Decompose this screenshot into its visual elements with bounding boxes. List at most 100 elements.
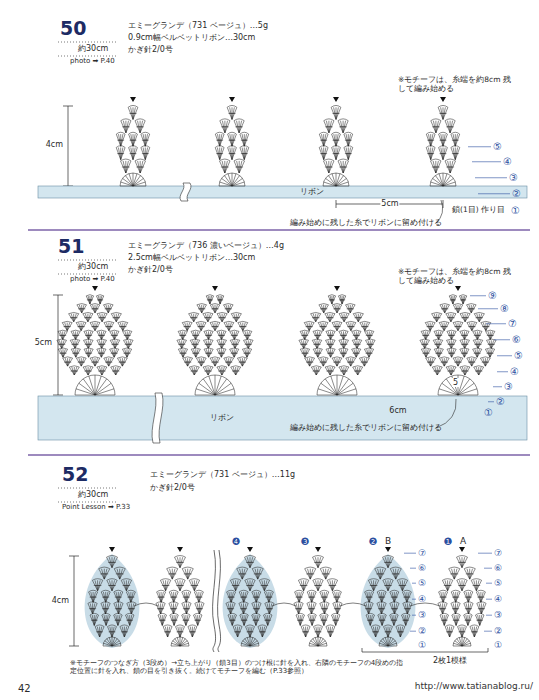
stitch-chart — [438, 556, 486, 646]
note: 編み始めに残した糸でリボンに留め付ける — [290, 219, 442, 228]
dimension-tick — [63, 106, 73, 107]
start-marker — [109, 547, 115, 552]
ribbon-label: リボン — [300, 188, 324, 197]
leader-line — [486, 583, 492, 584]
hook-size: かぎ針2/0号 — [128, 265, 173, 274]
leader-line — [484, 568, 492, 569]
dimension: 4cm — [46, 140, 63, 149]
motif-order-number: ❹ — [232, 536, 241, 548]
break-mark — [180, 183, 191, 201]
section-divider — [28, 229, 530, 230]
leader-line — [497, 371, 508, 372]
callout-number: ⑦ — [418, 548, 426, 558]
crochet-motif — [156, 547, 204, 646]
leader-line — [468, 146, 491, 147]
motifs — [57, 97, 496, 652]
stitch-chart — [116, 105, 150, 186]
ribbon-fill — [38, 396, 527, 440]
stitch-chart — [420, 295, 496, 395]
callout-number: ⑦ — [508, 318, 517, 330]
callout-number: ④ — [418, 594, 426, 604]
section-divider — [28, 454, 530, 455]
start-marker — [92, 286, 98, 291]
crochet-motif — [426, 97, 460, 186]
note: ※モチーフは、糸端を約8cm 残して編み始める — [398, 268, 516, 285]
break-mark — [152, 393, 163, 443]
crochet-motif — [116, 97, 150, 186]
stitch-chart — [299, 295, 375, 395]
finished-size: 約30cm — [78, 262, 108, 271]
start-marker — [130, 97, 136, 102]
dotted-rule — [58, 42, 118, 43]
crochet-motif — [361, 547, 416, 648]
ribbon-spec: 2.5cm幅ベルベットリボン…30cm — [128, 253, 255, 262]
crochet-motif — [438, 547, 486, 646]
leader-line — [475, 177, 507, 178]
callout-number: ① — [494, 640, 502, 650]
start-marker — [315, 547, 321, 552]
join-chain — [134, 603, 158, 606]
motif-shading — [85, 554, 140, 648]
crochet-motif — [85, 547, 140, 648]
leader-line — [478, 553, 492, 554]
callout-number: ⑤ — [514, 350, 523, 362]
leader-line — [486, 599, 492, 600]
watermark: http://www.tatianablog.ru/ — [415, 681, 533, 691]
dimension: 5cm — [380, 199, 399, 208]
join-chain — [272, 603, 296, 606]
callout-number: ② — [494, 626, 502, 636]
break-mark — [218, 550, 221, 652]
leader-line — [478, 193, 510, 194]
dotted-rule — [58, 502, 118, 503]
leader-line — [488, 401, 494, 402]
crochet-motif — [319, 97, 353, 186]
motif-shading — [223, 554, 278, 648]
leader-line — [484, 631, 492, 632]
ribbon-spec: 0.9cm幅ベルベットリボン…30cm — [128, 33, 255, 42]
crochet-motif — [420, 286, 496, 395]
crochet-motif — [215, 97, 249, 186]
leader-line — [472, 161, 501, 162]
stitch-chart — [57, 295, 133, 395]
joining-note: ※モチーフのつなぎ方（3段め）→立ち上がり（鎖3目）のつけ根に針を入れ、右隣のモ… — [70, 659, 410, 675]
leader-line — [493, 386, 502, 387]
dimension-line — [58, 295, 59, 395]
motif-letter: A — [460, 536, 466, 546]
dimension-tick — [69, 646, 79, 647]
note: ※モチーフは、糸端を約8cm 残して編み始める — [398, 76, 516, 93]
section-number: 52 — [62, 464, 88, 486]
dimension: 6cm — [388, 406, 407, 415]
start-marker — [333, 97, 339, 102]
crochet-motif — [57, 286, 133, 395]
callout-number: ① — [418, 640, 426, 650]
leader-line — [497, 355, 512, 356]
leader-line — [412, 599, 416, 600]
callout-number: ② — [512, 188, 521, 200]
dimension-tick — [69, 556, 79, 557]
dotted-rule — [58, 488, 118, 489]
leader-line — [404, 553, 416, 554]
stitch-chart — [215, 105, 249, 186]
ribbon-fill — [38, 186, 527, 198]
yarn-spec: エミーグランデ（731 ベージュ）…5g — [128, 21, 268, 30]
point-lesson-reference: Point Lesson ➡ P.33 — [62, 503, 130, 511]
start-marker — [212, 286, 218, 291]
finished-size: 約30cm — [78, 490, 108, 499]
note: 編み始めに残した糸でリボンに留め付ける — [290, 424, 442, 433]
leader-line — [412, 583, 416, 584]
finished-size: 約30cm — [78, 44, 108, 53]
section-number: 51 — [58, 236, 84, 258]
leader-line — [412, 615, 416, 616]
ribbon-bands — [38, 183, 527, 443]
callout-number: ④ — [503, 156, 512, 168]
stitch-chart — [364, 556, 412, 646]
dotted-rule — [58, 260, 118, 261]
leader-line — [410, 631, 416, 632]
callout-number: ① — [484, 407, 493, 419]
callout-number: ② — [496, 396, 505, 408]
callout-number: ③ — [509, 172, 518, 184]
crochet-motif — [294, 547, 342, 646]
start-marker — [440, 97, 446, 102]
